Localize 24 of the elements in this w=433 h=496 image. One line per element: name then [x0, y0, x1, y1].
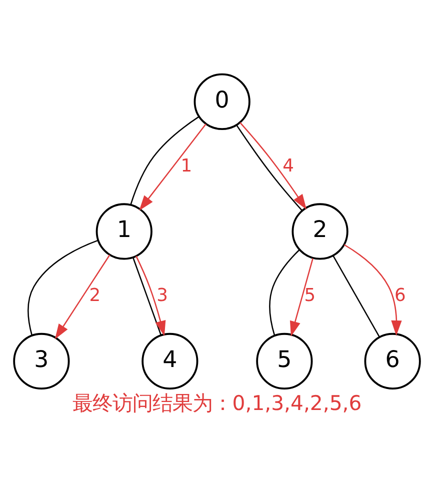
edge-label: 2	[88, 285, 100, 306]
node-circle: 0	[193, 73, 250, 130]
arrow	[135, 256, 166, 336]
connector	[130, 116, 199, 206]
connector	[132, 258, 162, 336]
node-circle: 4	[141, 332, 198, 390]
arrow	[343, 244, 402, 336]
arrow	[54, 254, 110, 340]
node-circle: 5	[256, 332, 312, 390]
edge-label: 6	[394, 285, 406, 306]
arrow	[289, 258, 313, 337]
node-circle: 1	[95, 203, 152, 260]
caption: 最终访问结果为：0,1,3,4,2,5,6	[72, 390, 362, 415]
connector	[332, 256, 380, 338]
connector	[27, 240, 98, 336]
node-circle: 2	[291, 203, 348, 260]
edge-label: 1	[180, 155, 192, 176]
arrow	[138, 124, 206, 211]
edge-label: 3	[156, 285, 168, 306]
edge-label: 5	[304, 285, 316, 306]
connector	[268, 250, 300, 336]
edge-label: 4	[282, 155, 294, 176]
node-circle: 3	[12, 332, 70, 390]
node-circle: 6	[364, 332, 420, 390]
